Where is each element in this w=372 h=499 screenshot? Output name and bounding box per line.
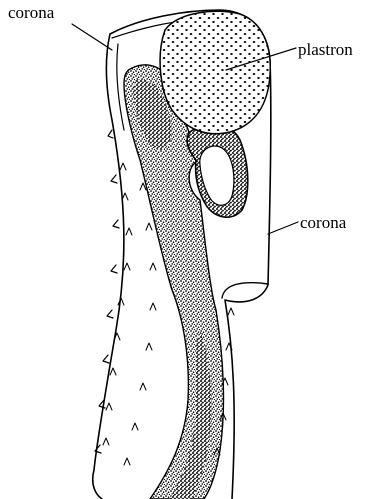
label-plastron: plastron	[298, 40, 353, 59]
leader-corona-top	[72, 24, 112, 50]
leader-corona-right	[268, 222, 298, 234]
plastron-stipple	[160, 11, 270, 133]
label-corona-top: corona	[8, 3, 55, 22]
label-corona-right: corona	[300, 213, 347, 232]
left-wall-spines	[95, 130, 119, 453]
